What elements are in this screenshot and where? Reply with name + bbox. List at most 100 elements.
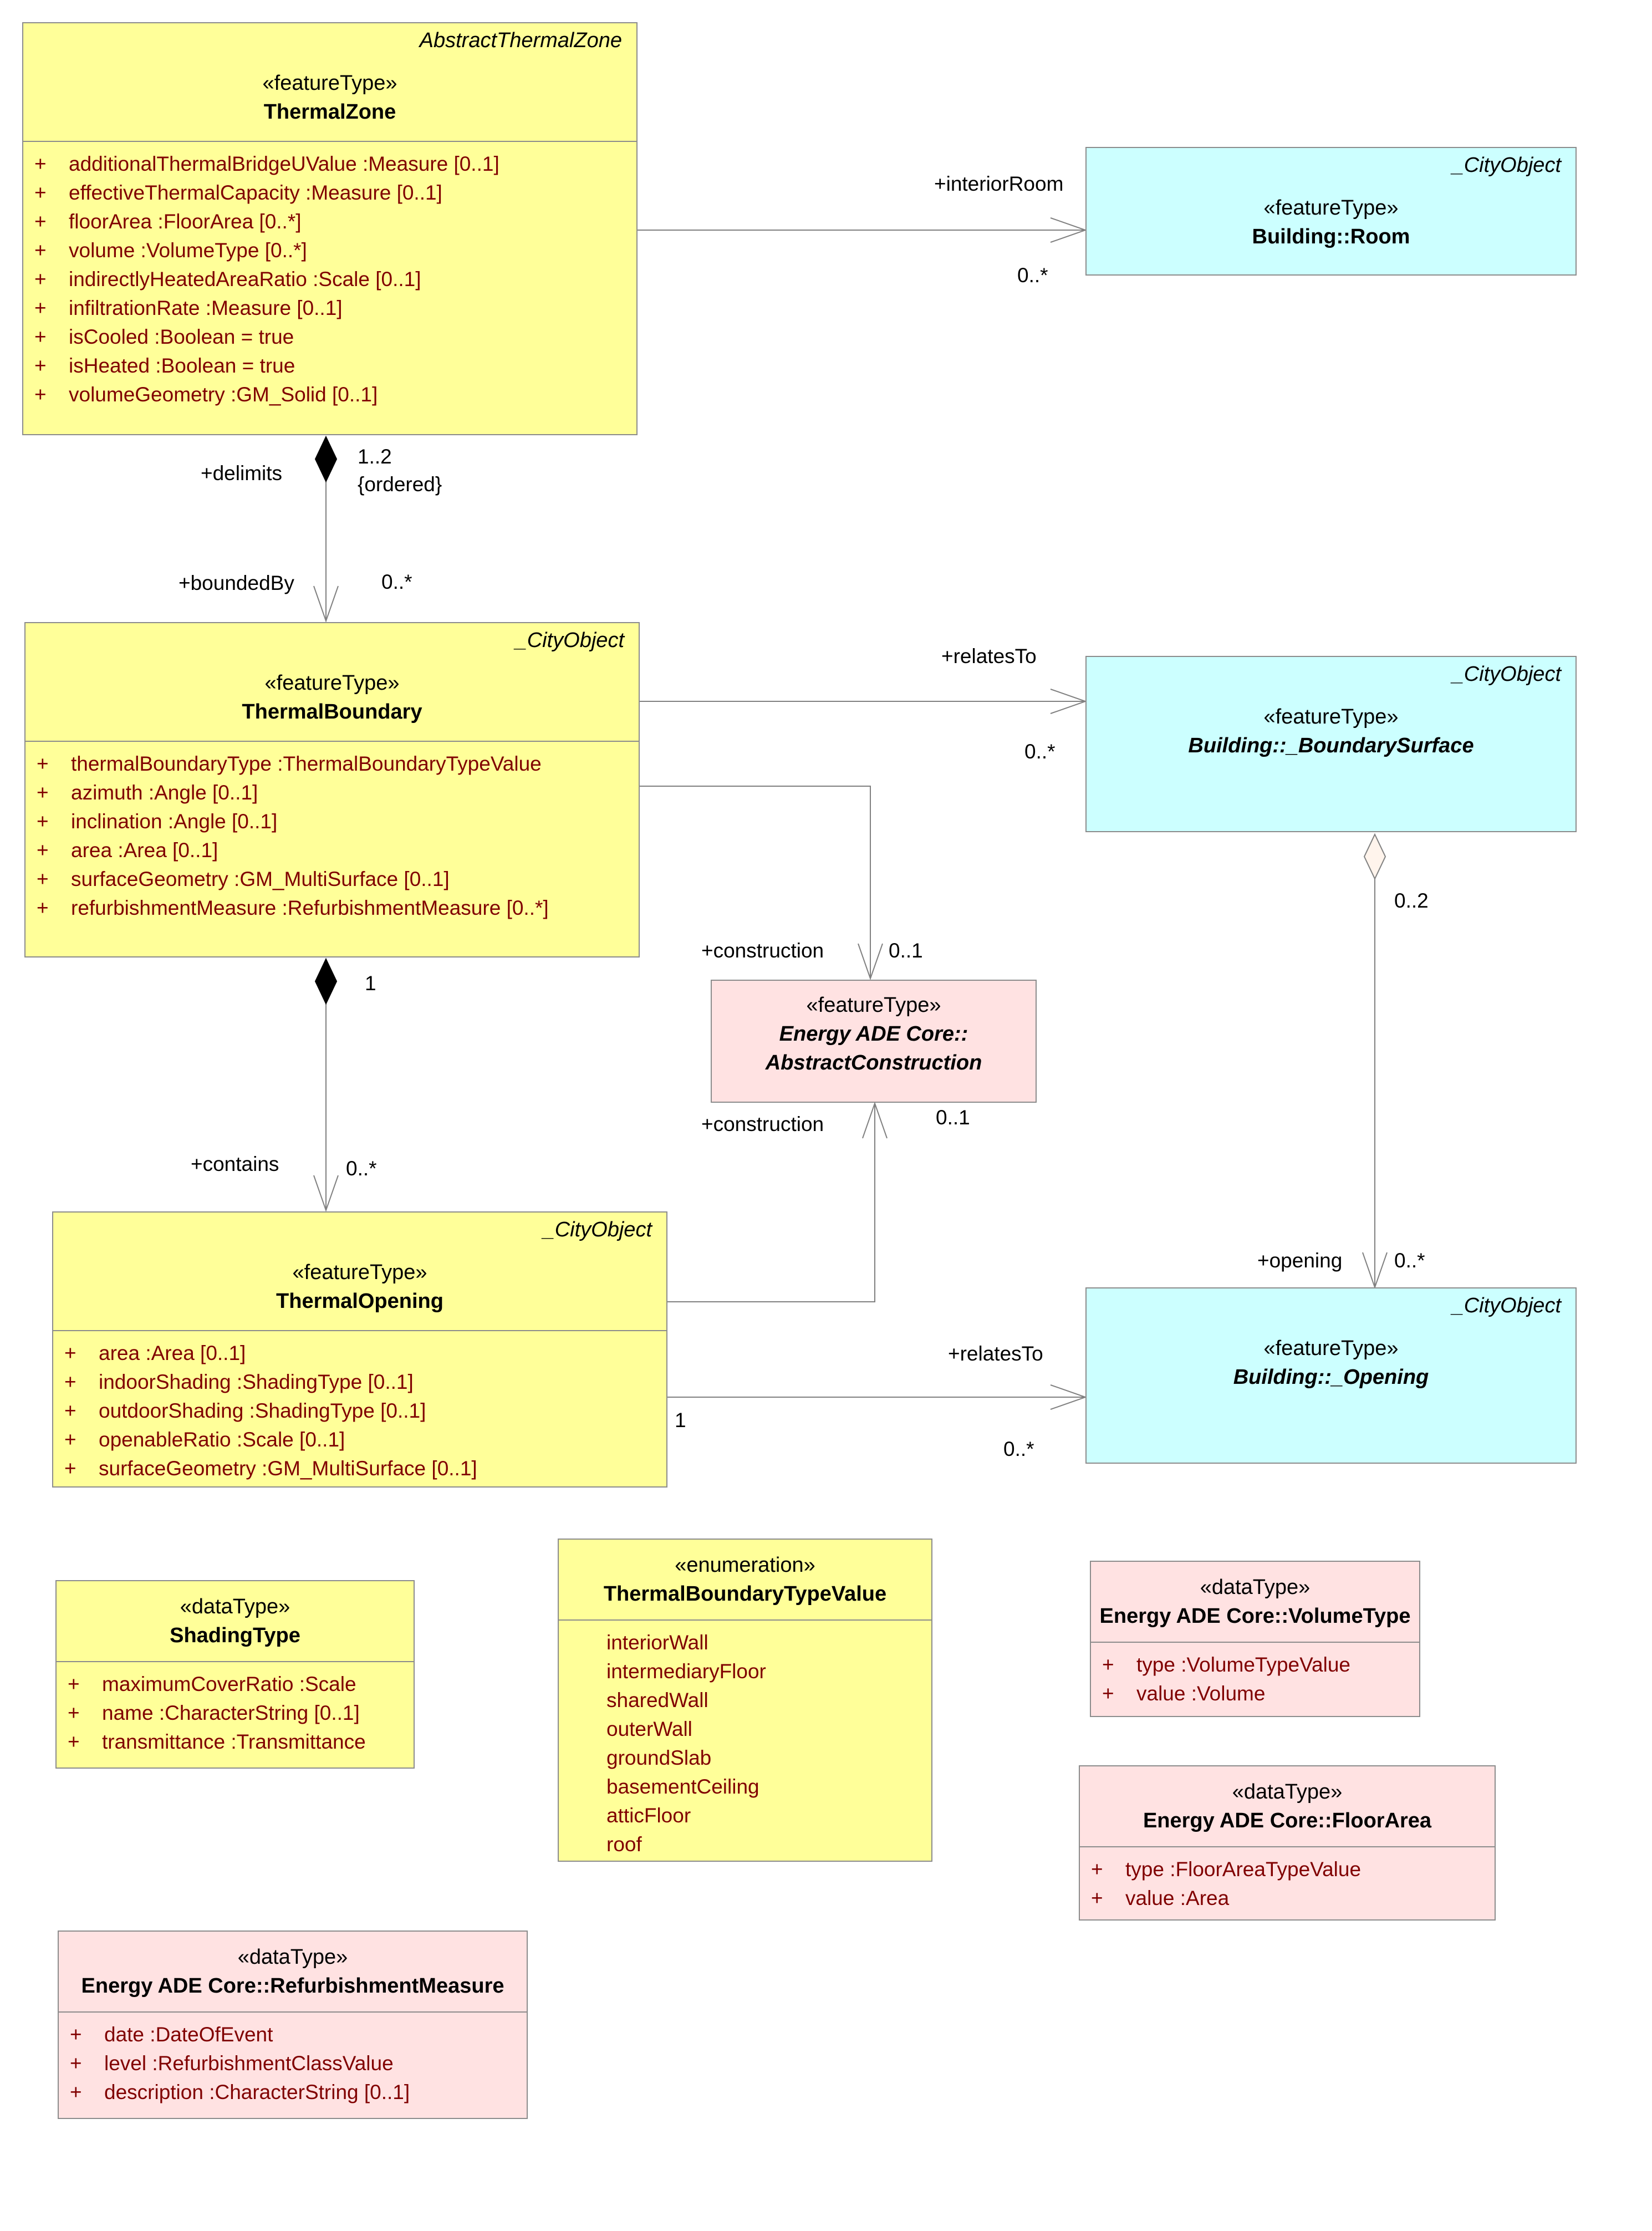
class-name: Building::_Opening (1233, 1366, 1429, 1389)
compartment-divider (23, 141, 636, 142)
attribute-row: +inclination :Angle [0..1] (26, 807, 639, 836)
class-abstract-construction[interactable]: «featureType» Energy ADE Core:: Abstract… (711, 980, 1037, 1103)
stereotype: «featureType» (1263, 1337, 1399, 1360)
visibility-marker: + (1102, 1682, 1114, 1705)
parent-class-label: _CityObject (515, 629, 624, 652)
enum-literal: outerWall (606, 1718, 692, 1740)
attribute-text: transmittance :Transmittance (102, 1730, 366, 1753)
visibility-marker: + (1091, 1858, 1103, 1881)
attribute-row: +volume :VolumeType [0..*] (23, 236, 636, 265)
stereotype: «dataType» (237, 1945, 348, 1969)
attribute-row: + azimuth :Angle [0..1] (26, 778, 639, 807)
attribute-row: +value :Area (1080, 1884, 1495, 1913)
class-name: ThermalBoundary (242, 700, 422, 724)
class-thermal-opening[interactable]: _CityObject «featureType» ThermalOpening… (52, 1211, 667, 1488)
multiplicity-opening-relates-to: 0..* (1003, 1438, 1034, 1460)
class-floor-area[interactable]: «dataType» Energy ADE Core::FloorArea + t… (1079, 1765, 1496, 1921)
stereotype: «featureType» (806, 994, 941, 1017)
attribute-row: +transmittance :Transmittance (57, 1728, 414, 1756)
attribute-list: +type :VolumeTypeValue + value :Volume (1091, 1643, 1419, 1708)
class-name: ThermalBoundaryTypeValue (603, 1582, 887, 1606)
visibility-marker: + (34, 297, 47, 319)
visibility-marker: + (37, 839, 49, 862)
stereotype: «featureType» (262, 72, 397, 95)
visibility-marker: + (34, 152, 47, 175)
attribute-row: +type :VolumeTypeValue (1091, 1651, 1419, 1679)
visibility-marker: + (37, 781, 49, 804)
attribute-text: infiltrationRate :Measure [0..1] (69, 297, 343, 319)
enum-literal: intermediaryFloor (606, 1660, 766, 1683)
multiplicity-contains: 0..* (346, 1157, 377, 1180)
attribute-row: +area :Area [0..1] (53, 1339, 666, 1368)
attribute-row: +level :RefurbishmentClassValue (59, 2049, 527, 2078)
visibility-marker: + (34, 181, 47, 204)
stereotype: «dataType» (1232, 1780, 1343, 1804)
attribute-row: +volumeGeometry :GM_Solid [0..1] (23, 380, 636, 409)
multiplicity-contains-owner: 1 (365, 972, 376, 995)
parent-class-label: _CityObject (543, 1218, 652, 1241)
stereotype: «featureType» (1263, 196, 1399, 220)
attribute-row: +floorArea :FloorArea [0..*] (23, 207, 636, 236)
enum-literal: interiorWall (606, 1631, 708, 1654)
compartment-divider (1080, 1846, 1495, 1847)
association-boundary-construction (639, 786, 871, 979)
role-opening: +opening (1257, 1249, 1343, 1272)
enum-literal: atticFloor (606, 1804, 691, 1827)
attribute-list: +additionalThermalBridgeUValue :Measure … (23, 142, 636, 409)
visibility-marker: + (37, 810, 49, 833)
attribute-row: +surfaceGeometry :GM_MultiSurface [0..1] (26, 865, 639, 894)
class-thermal-zone[interactable]: AbstractThermalZone «featureType» Therma… (22, 22, 638, 435)
class-building-room[interactable]: _CityObject «featureType» Building::Room (1085, 147, 1577, 276)
parent-class-label: _CityObject (1452, 1294, 1561, 1317)
attribute-text: description :CharacterString [0..1] (104, 2081, 410, 2103)
visibility-marker: + (1091, 1887, 1103, 1909)
attribute-text: azimuth :Angle [0..1] (71, 781, 258, 804)
attribute-row: +outdoorShading :ShadingType [0..1] (53, 1397, 666, 1425)
attribute-row: + type :FloorAreaTypeValue (1080, 1855, 1495, 1884)
parent-class-label: _CityObject (1452, 663, 1561, 686)
class-name: ThermalZone (263, 100, 396, 124)
class-name-line-1: Energy ADE Core:: (779, 1022, 968, 1046)
compartment-divider (1091, 1642, 1419, 1643)
enum-thermal-boundary-type-value[interactable]: «enumeration» ThermalBoundaryTypeValue i… (558, 1539, 932, 1862)
class-volume-type[interactable]: «dataType» Energy ADE Core::VolumeType +… (1090, 1561, 1420, 1717)
attribute-text: type :FloorAreaTypeValue (1125, 1858, 1362, 1881)
attribute-row: +indoorShading :ShadingType [0..1] (53, 1368, 666, 1397)
class-building-opening[interactable]: _CityObject «featureType» Building::_Ope… (1085, 1287, 1577, 1464)
class-name: Energy ADE Core::VolumeType (1099, 1605, 1411, 1628)
attribute-row: +name :CharacterString [0..1] (57, 1699, 414, 1728)
constraint-ordered: {ordered} (358, 473, 442, 496)
arrowhead-opening-construction (862, 1101, 888, 1139)
attribute-row: +openableRatio :Scale [0..1] (53, 1425, 666, 1454)
attribute-list: + maximumCoverRatio :Scale +name :Charact… (57, 1662, 414, 1756)
class-name: ShadingType (170, 1624, 300, 1647)
attribute-text: maximumCoverRatio :Scale (102, 1673, 356, 1695)
class-shading-type[interactable]: «dataType» ShadingType +maximumCoverRati… (55, 1580, 415, 1769)
attribute-row: +surfaceGeometry :GM_MultiSurface [0..1] (53, 1454, 666, 1483)
attribute-text: date :DateOfEvent (104, 2023, 273, 2046)
role-boundary-relates-to: +relatesTo (941, 645, 1037, 668)
visibility-marker: + (68, 1673, 80, 1695)
class-building-boundary-surface[interactable]: _CityObject «featureType» Building::_Bou… (1085, 656, 1577, 832)
attribute-row: +description :CharacterString [0..1] (59, 2078, 527, 2107)
role-delimits: +delimits (201, 462, 283, 485)
multiplicity-opening: 0..* (1394, 1249, 1425, 1272)
attribute-text: isCooled :Boolean = true (69, 325, 294, 348)
role-bounded-by: +boundedBy (179, 572, 294, 594)
compartment-divider (59, 2011, 527, 2013)
class-thermal-boundary[interactable]: _CityObject «featureType» ThermalBoundar… (24, 622, 640, 957)
visibility-marker: + (37, 897, 49, 919)
attribute-row: + value :Volume (1091, 1679, 1419, 1708)
multiplicity-surface-opening-owner: 0..2 (1394, 889, 1429, 912)
attribute-row: + infiltrationRate :Measure [0..1] (23, 294, 636, 323)
aggregation-diamond-opening (1363, 833, 1386, 880)
class-refurbishment-measure[interactable]: «dataType» Energy ADE Core::Refurbishmen… (58, 1931, 528, 2119)
class-name: Energy ADE Core::FloorArea (1143, 1809, 1432, 1832)
attribute-text: value :Volume (1136, 1682, 1266, 1705)
multiplicity-interior-room: 0..* (1017, 264, 1048, 287)
attribute-list: +date :DateOfEvent +level :Refurbishment… (59, 2013, 527, 2107)
class-name: ThermalOpening (276, 1290, 443, 1313)
arrowhead-bounded-by (313, 585, 339, 623)
attribute-text: indirectlyHeatedAreaRatio :Scale [0..1] (69, 268, 421, 291)
